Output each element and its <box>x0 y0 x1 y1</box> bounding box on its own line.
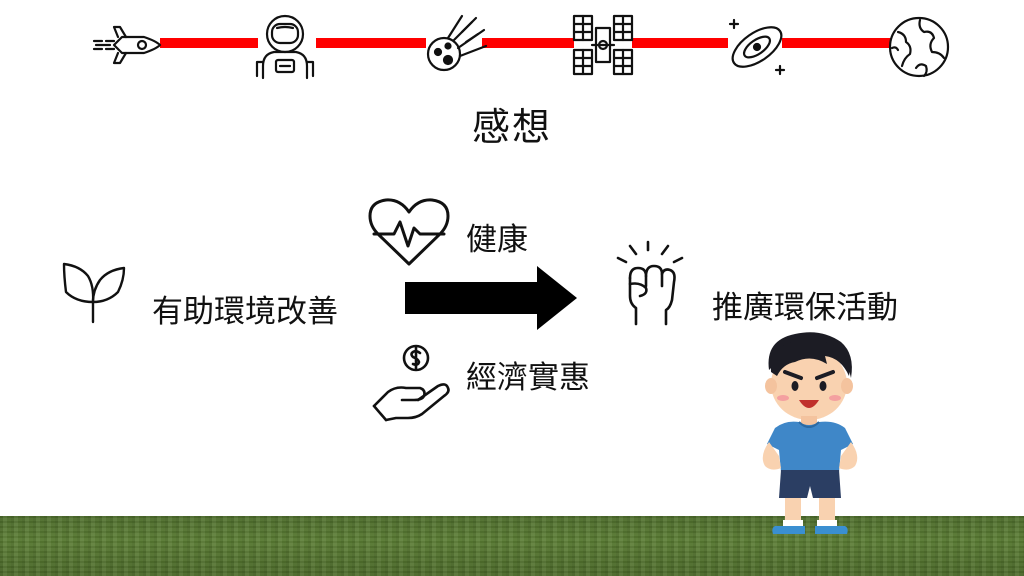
sprout-icon <box>58 256 128 326</box>
timeline-segment <box>316 38 426 48</box>
money-hand-icon <box>372 344 452 422</box>
timeline-segment <box>782 38 892 48</box>
boy-illustration <box>755 328 865 538</box>
environment-improvement-label: 有助環境改善 <box>152 294 338 330</box>
galaxy-icon <box>722 10 792 80</box>
promote-environmental-activities-label: 推廣環保活動 <box>712 290 898 326</box>
page-title: 感想 <box>471 105 552 149</box>
arrow-right-icon <box>405 266 577 330</box>
meteor-icon <box>418 10 488 80</box>
satellite-icon <box>568 10 638 80</box>
rocket-icon <box>92 10 162 80</box>
timeline-segment <box>632 38 728 48</box>
grass-background <box>0 516 1024 576</box>
economic-label: 經濟實惠 <box>466 360 590 396</box>
timeline-segment <box>160 38 258 48</box>
heart-rate-icon <box>368 196 450 268</box>
timeline-segment <box>482 38 574 48</box>
raised-fist-icon <box>612 240 688 326</box>
health-label: 健康 <box>466 222 528 258</box>
earth-icon <box>884 10 954 80</box>
astronaut-icon <box>250 10 320 80</box>
